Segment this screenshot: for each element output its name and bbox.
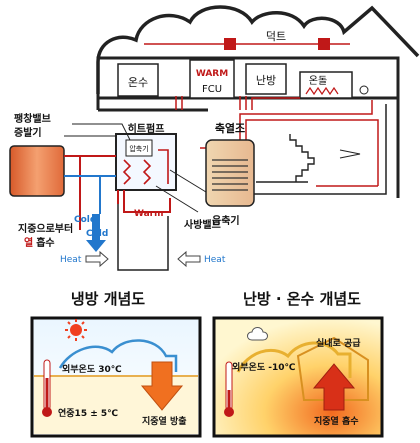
heating-absorb-label: 지중열 흡수 bbox=[314, 415, 359, 427]
cooling-panel-title: 냉방 개념도 bbox=[71, 290, 145, 308]
warm-pipe bbox=[123, 190, 171, 213]
heat-pump-label: 히트펌프 bbox=[128, 122, 165, 135]
room-hot-water bbox=[117, 63, 159, 97]
room-ondol bbox=[299, 71, 353, 99]
storage-tank-coil bbox=[212, 159, 248, 191]
thermometer-icon-heating bbox=[224, 361, 234, 417]
stair-pipe-inner bbox=[339, 149, 361, 159]
heating-supply-label: 실내로 공급 bbox=[316, 337, 361, 349]
heating-panel-title: 난방 · 온수 개념도 bbox=[243, 290, 361, 308]
cooling-annual-temp: 연중15 ± 5℃ bbox=[58, 408, 118, 419]
condenser-label: 응축기 bbox=[212, 214, 240, 227]
cold-pipe bbox=[117, 204, 169, 271]
heat-arrow-left-icon bbox=[177, 250, 201, 268]
ground-caption-line1: 지중으로부터 bbox=[18, 222, 73, 235]
room-hot-water-label: 온수 bbox=[128, 76, 148, 89]
cold-down-arrow bbox=[86, 214, 106, 252]
cooling-panel: 외부온도 30℃ 연중15 ± 5℃ 지중열 방출 bbox=[30, 316, 202, 438]
ground-heat-tank bbox=[9, 145, 65, 197]
heating-panel: 외부온도 -10℃ 실내로 공급 지중열 흡수 bbox=[212, 316, 384, 438]
compressor-label: 압축기 bbox=[129, 144, 148, 153]
cloud-icon bbox=[247, 327, 268, 341]
fcu-warm-label: WARM bbox=[196, 69, 228, 79]
heat-arrow-right-icon bbox=[85, 250, 109, 268]
expansion-valve-label: 팽창밸브 bbox=[14, 112, 51, 125]
leader-lines bbox=[64, 123, 207, 213]
ground-caption-hot: 열 bbox=[24, 236, 33, 249]
evaporator-label: 증발기 bbox=[14, 126, 42, 139]
room-heating bbox=[245, 63, 287, 95]
storage-tank bbox=[205, 139, 255, 207]
cooling-house-outline bbox=[58, 339, 178, 372]
heat-absorb-arrow-icon bbox=[312, 363, 356, 411]
room-ondol-label: 온돌 bbox=[309, 75, 327, 87]
heating-outdoor-temp: 외부온도 -10℃ bbox=[232, 361, 296, 373]
ground-caption-absorb: 흡수 bbox=[36, 236, 54, 249]
duct-label: 덕트 bbox=[266, 30, 286, 43]
cold-label-2: Cold bbox=[86, 229, 108, 239]
heat-label-right: Heat bbox=[204, 255, 226, 265]
ondol-pump-icon bbox=[359, 85, 369, 95]
ondol-coil bbox=[305, 86, 339, 96]
stair-pipe bbox=[289, 134, 315, 182]
duct-damper-1 bbox=[224, 38, 236, 50]
sun-icon bbox=[65, 319, 87, 341]
warm-label: Warm bbox=[134, 209, 164, 219]
cooling-outdoor-temp: 외부온도 30℃ bbox=[62, 363, 122, 375]
house-cloud-outline bbox=[96, 5, 420, 94]
heat-pump-coil bbox=[122, 149, 169, 185]
heat-release-arrow-icon bbox=[140, 361, 184, 411]
house-diagram: 온수 WARM FCU 난방 온돌 덕트 bbox=[9, 5, 420, 271]
four-way-valve-label: 사방밸브 bbox=[184, 218, 221, 231]
heating-house-outline bbox=[236, 341, 352, 378]
cooling-release-label: 지중열 방출 bbox=[142, 415, 187, 427]
storage-tank-label: 축열조 bbox=[215, 121, 245, 135]
compressor bbox=[125, 139, 153, 157]
fcu-label: FCU bbox=[202, 84, 222, 95]
duct-damper-2 bbox=[318, 38, 330, 50]
thermometer-icon-cooling bbox=[42, 359, 52, 417]
heat-label-left: Heat bbox=[60, 255, 82, 265]
cold-label-1: Cold bbox=[74, 215, 96, 225]
room-fcu bbox=[189, 59, 235, 99]
room-heating-label: 난방 bbox=[256, 74, 276, 87]
